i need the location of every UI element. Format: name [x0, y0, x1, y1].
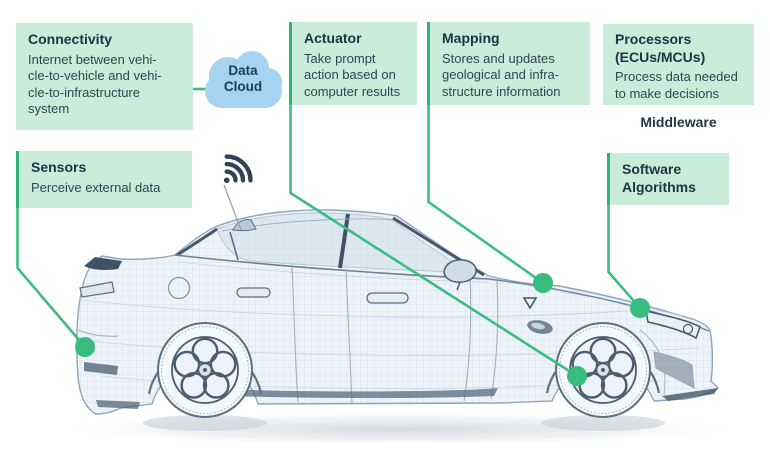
- car-wireframe-illustration: [76, 209, 720, 418]
- callout-connectivity-body: Internet between vehi- cle-to-vehicle an…: [28, 51, 162, 117]
- callout-connectivity: Connectivity Internet between vehi- cle-…: [16, 23, 193, 130]
- callout-software-algorithms: Software Algorithms: [607, 153, 729, 205]
- callout-actuator-body: Take prompt action based on computer res…: [304, 50, 401, 99]
- wifi-signal-icon: [223, 154, 253, 184]
- callout-mapping-body: Stores and updates geological and infra-…: [442, 50, 561, 99]
- front-wheel: [555, 322, 651, 418]
- ground-shadow: [48, 412, 752, 446]
- leader-line-software-algorithms: [607, 204, 641, 309]
- callout-actuator-title: Actuator: [304, 30, 362, 46]
- callout-processors-title: Processors (ECUs/MCUs): [615, 31, 706, 65]
- connector-dot-sensors: [75, 337, 95, 357]
- connector-dot-mapping: [533, 273, 553, 293]
- label-middleware: Middleware: [640, 114, 717, 130]
- connector-dot-actuator: [567, 366, 587, 386]
- callout-sensors: Sensors Perceive external data: [16, 151, 192, 208]
- callout-mapping: Mapping Stores and updates geological an…: [427, 22, 590, 105]
- antenna-line: [223, 184, 242, 231]
- leader-line-actuator: [289, 104, 578, 378]
- rear-wheel: [157, 322, 253, 418]
- leader-line-mapping: [427, 104, 544, 285]
- callout-sensors-title: Sensors: [31, 159, 87, 175]
- callout-software-algorithms-title: Software Algorithms: [622, 161, 696, 195]
- callout-mapping-title: Mapping: [442, 30, 500, 46]
- callout-actuator: Actuator Take prompt action based on com…: [289, 22, 417, 105]
- callout-processors-body: Process data needed to make decisions: [615, 69, 738, 101]
- connector-dot-software-algorithms: [630, 298, 650, 318]
- leader-line-sensors: [16, 206, 86, 348]
- callout-connectivity-title: Connectivity: [28, 31, 113, 47]
- callout-processors: Processors (ECUs/MCUs) Process data need…: [603, 24, 754, 105]
- data-cloud-icon: [205, 51, 282, 108]
- data-cloud-label: Data Cloud: [223, 63, 263, 94]
- callout-sensors-body: Perceive external data: [31, 179, 161, 195]
